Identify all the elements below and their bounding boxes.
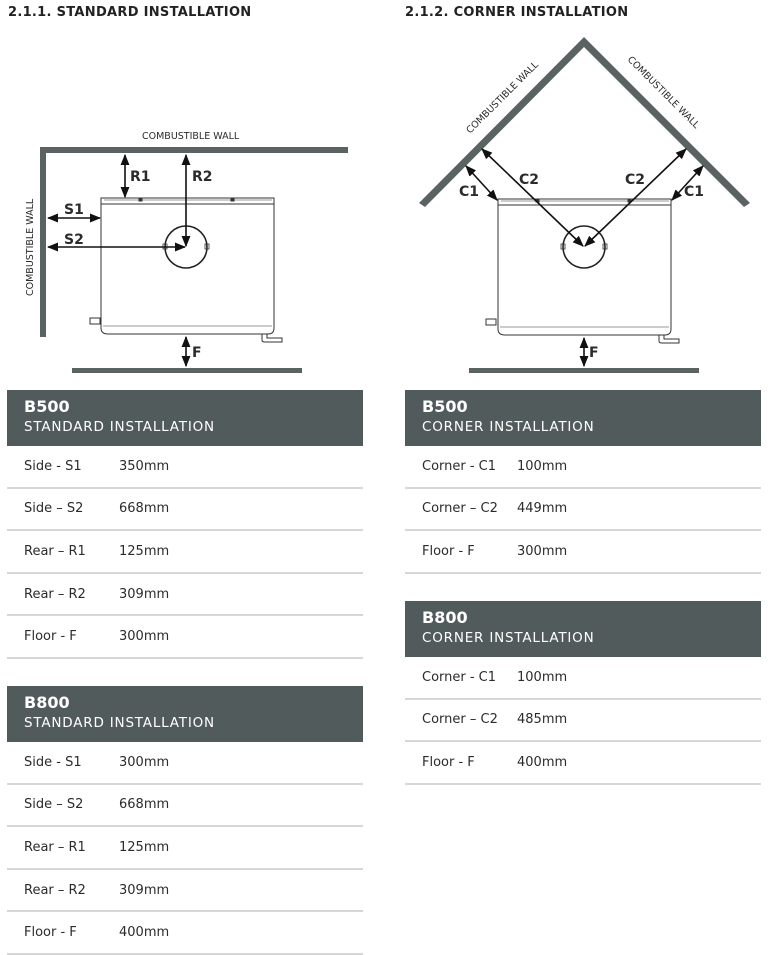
table-row: Corner - C1 100mm: [405, 657, 761, 700]
r2-label: R2: [192, 169, 213, 185]
table-row: Rear – R1 125mm: [7, 827, 363, 870]
row-label: Rear – R2: [24, 586, 86, 602]
b800-standard-table: B800 STANDARD INSTALLATION Side - S1 300m…: [7, 686, 363, 955]
row-label: Side – S2: [24, 501, 84, 517]
table-header: B800 CORNER INSTALLATION: [405, 601, 761, 657]
c2-left-arrow: [481, 148, 584, 247]
table-row: Side – S2 668mm: [7, 785, 363, 828]
f-label-corner: F: [589, 345, 599, 361]
model-name: B800: [24, 693, 70, 712]
model-name: B500: [422, 397, 468, 416]
model-name: B500: [24, 397, 70, 416]
row-value: 300mm: [119, 629, 170, 645]
table-header: B500 STANDARD INSTALLATION: [7, 390, 363, 446]
rear-wall-label: COMBUSTIBLE WALL: [142, 131, 240, 142]
row-label: Corner - C1: [422, 669, 497, 685]
flue-outlet-corner: [562, 225, 606, 269]
row-value: 400mm: [119, 925, 170, 941]
rear-wall: [40, 147, 348, 153]
c1-right-arrow: [671, 165, 704, 201]
row-label: Rear – R2: [24, 882, 86, 898]
table-row: Corner – C2 485mm: [405, 700, 761, 743]
row-value: 300mm: [517, 543, 568, 559]
f-label: F: [192, 345, 202, 361]
row-label: Floor - F: [24, 629, 77, 645]
row-label: Floor - F: [24, 925, 77, 941]
corner-installation-diagram: COMBUSTIBLE WALL COMBUSTIBLE WALL C1 C2 …: [419, 37, 750, 373]
r1-label: R1: [130, 169, 151, 185]
table-header: B500 CORNER INSTALLATION: [405, 390, 761, 446]
table-row: Corner – C2 449mm: [405, 489, 761, 532]
stove-appliance-corner: [485, 198, 680, 344]
corner-installation-heading: 2.1.2. CORNER INSTALLATION: [405, 5, 629, 20]
b800-corner-table: B800 CORNER INSTALLATION Corner - C1 100m…: [405, 601, 761, 785]
row-value: 668mm: [119, 501, 170, 517]
installation-type: STANDARD INSTALLATION: [24, 419, 215, 435]
row-label: Floor - F: [422, 754, 475, 770]
b500-corner-table: B500 CORNER INSTALLATION Corner - C1 100m…: [405, 390, 761, 574]
c1-right-label: C1: [684, 184, 704, 200]
table-row: Corner - C1 100mm: [405, 446, 761, 489]
table-row: Floor - F 400mm: [405, 742, 761, 785]
side-wall-label: COMBUSTIBLE WALL: [25, 198, 36, 296]
row-label: Side - S1: [24, 458, 82, 474]
table-row: Floor - F 300mm: [405, 531, 761, 574]
model-name: B800: [422, 608, 468, 627]
table-row: Rear – R2 309mm: [7, 870, 363, 913]
row-label: Rear – R1: [24, 543, 86, 559]
installation-type: CORNER INSTALLATION: [422, 630, 595, 646]
row-value: 100mm: [517, 458, 568, 474]
row-value: 350mm: [119, 458, 170, 474]
standard-installation-diagram: COMBUSTIBLE WALL COMBUSTIBLE WALL R1 R2 …: [25, 131, 348, 373]
table-row: Side – S2 668mm: [7, 489, 363, 532]
row-value: 668mm: [119, 797, 170, 813]
row-label: Side - S1: [24, 754, 82, 770]
c1-left-label: C1: [459, 184, 479, 200]
row-value: 309mm: [119, 586, 170, 602]
c2-right-arrow: [584, 148, 687, 247]
table-row: Rear – R2 309mm: [7, 574, 363, 617]
row-value: 400mm: [517, 754, 568, 770]
floor-line-corner: [469, 368, 699, 373]
row-value: 449mm: [517, 501, 568, 517]
row-label: Side – S2: [24, 797, 84, 813]
row-value: 485mm: [517, 712, 568, 728]
side-wall: [40, 147, 46, 337]
row-value: 100mm: [517, 669, 568, 685]
row-label: Corner – C2: [422, 501, 498, 517]
row-label: Rear – R1: [24, 839, 86, 855]
row-label: Corner – C2: [422, 712, 498, 728]
s1-label: S1: [64, 202, 84, 218]
s2-label: S2: [64, 232, 84, 248]
row-value: 125mm: [119, 839, 170, 855]
installation-type: STANDARD INSTALLATION: [24, 715, 215, 731]
table-row: Floor - F 300mm: [7, 616, 363, 659]
table-row: Side - S1 350mm: [7, 446, 363, 489]
installation-type: CORNER INSTALLATION: [422, 419, 595, 435]
table-row: Rear – R1 125mm: [7, 531, 363, 574]
table-header: B800 STANDARD INSTALLATION: [7, 686, 363, 742]
row-value: 309mm: [119, 882, 170, 898]
c2-left-label: C2: [519, 172, 539, 188]
row-value: 125mm: [119, 543, 170, 559]
row-label: Floor - F: [422, 543, 475, 559]
row-label: Corner - C1: [422, 458, 497, 474]
table-row: Side - S1 300mm: [7, 742, 363, 785]
c2-right-label: C2: [625, 172, 645, 188]
row-value: 300mm: [119, 754, 170, 770]
table-row: Floor - F 400mm: [7, 912, 363, 955]
standard-installation-heading: 2.1.1. STANDARD INSTALLATION: [8, 5, 252, 20]
floor-line: [72, 368, 302, 373]
b500-standard-table: B500 STANDARD INSTALLATION Side - S1 350m…: [7, 390, 363, 659]
